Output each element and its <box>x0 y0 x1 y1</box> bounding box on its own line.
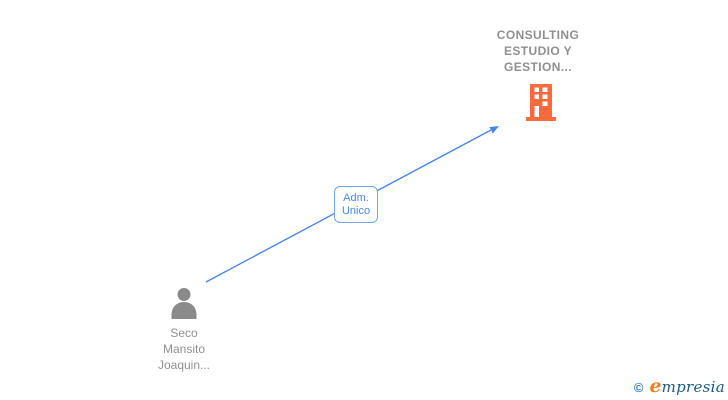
person-name-line: Seco <box>170 326 198 340</box>
logo-letter-e: e <box>649 375 662 397</box>
empresia-logo: © e mpresia <box>634 375 725 397</box>
person-icon <box>171 288 197 319</box>
company-name-line: GESTION... <box>503 60 572 74</box>
logo-wordmark: mpresia <box>661 378 725 396</box>
building-icon <box>526 84 556 121</box>
person-node-label[interactable]: Seco Mansito Joaquin... <box>114 325 254 373</box>
company-node-label[interactable]: CONSULTING ESTUDIO Y GESTION... <box>466 27 610 75</box>
person-node[interactable] <box>169 287 199 324</box>
edge-label-line: Adm. <box>343 191 369 204</box>
edge-label-line: Unico <box>341 204 371 217</box>
person-name-line: Mansito <box>162 342 206 356</box>
arrowhead-icon <box>489 126 499 134</box>
edge-label-box[interactable]: Adm. Unico <box>334 186 378 223</box>
company-name-line: ESTUDIO Y <box>503 44 573 58</box>
company-node[interactable] <box>525 84 557 127</box>
company-name-line: CONSULTING <box>496 28 580 42</box>
person-name-line: Joaquin... <box>157 358 211 372</box>
copyright-icon: © <box>633 380 644 395</box>
